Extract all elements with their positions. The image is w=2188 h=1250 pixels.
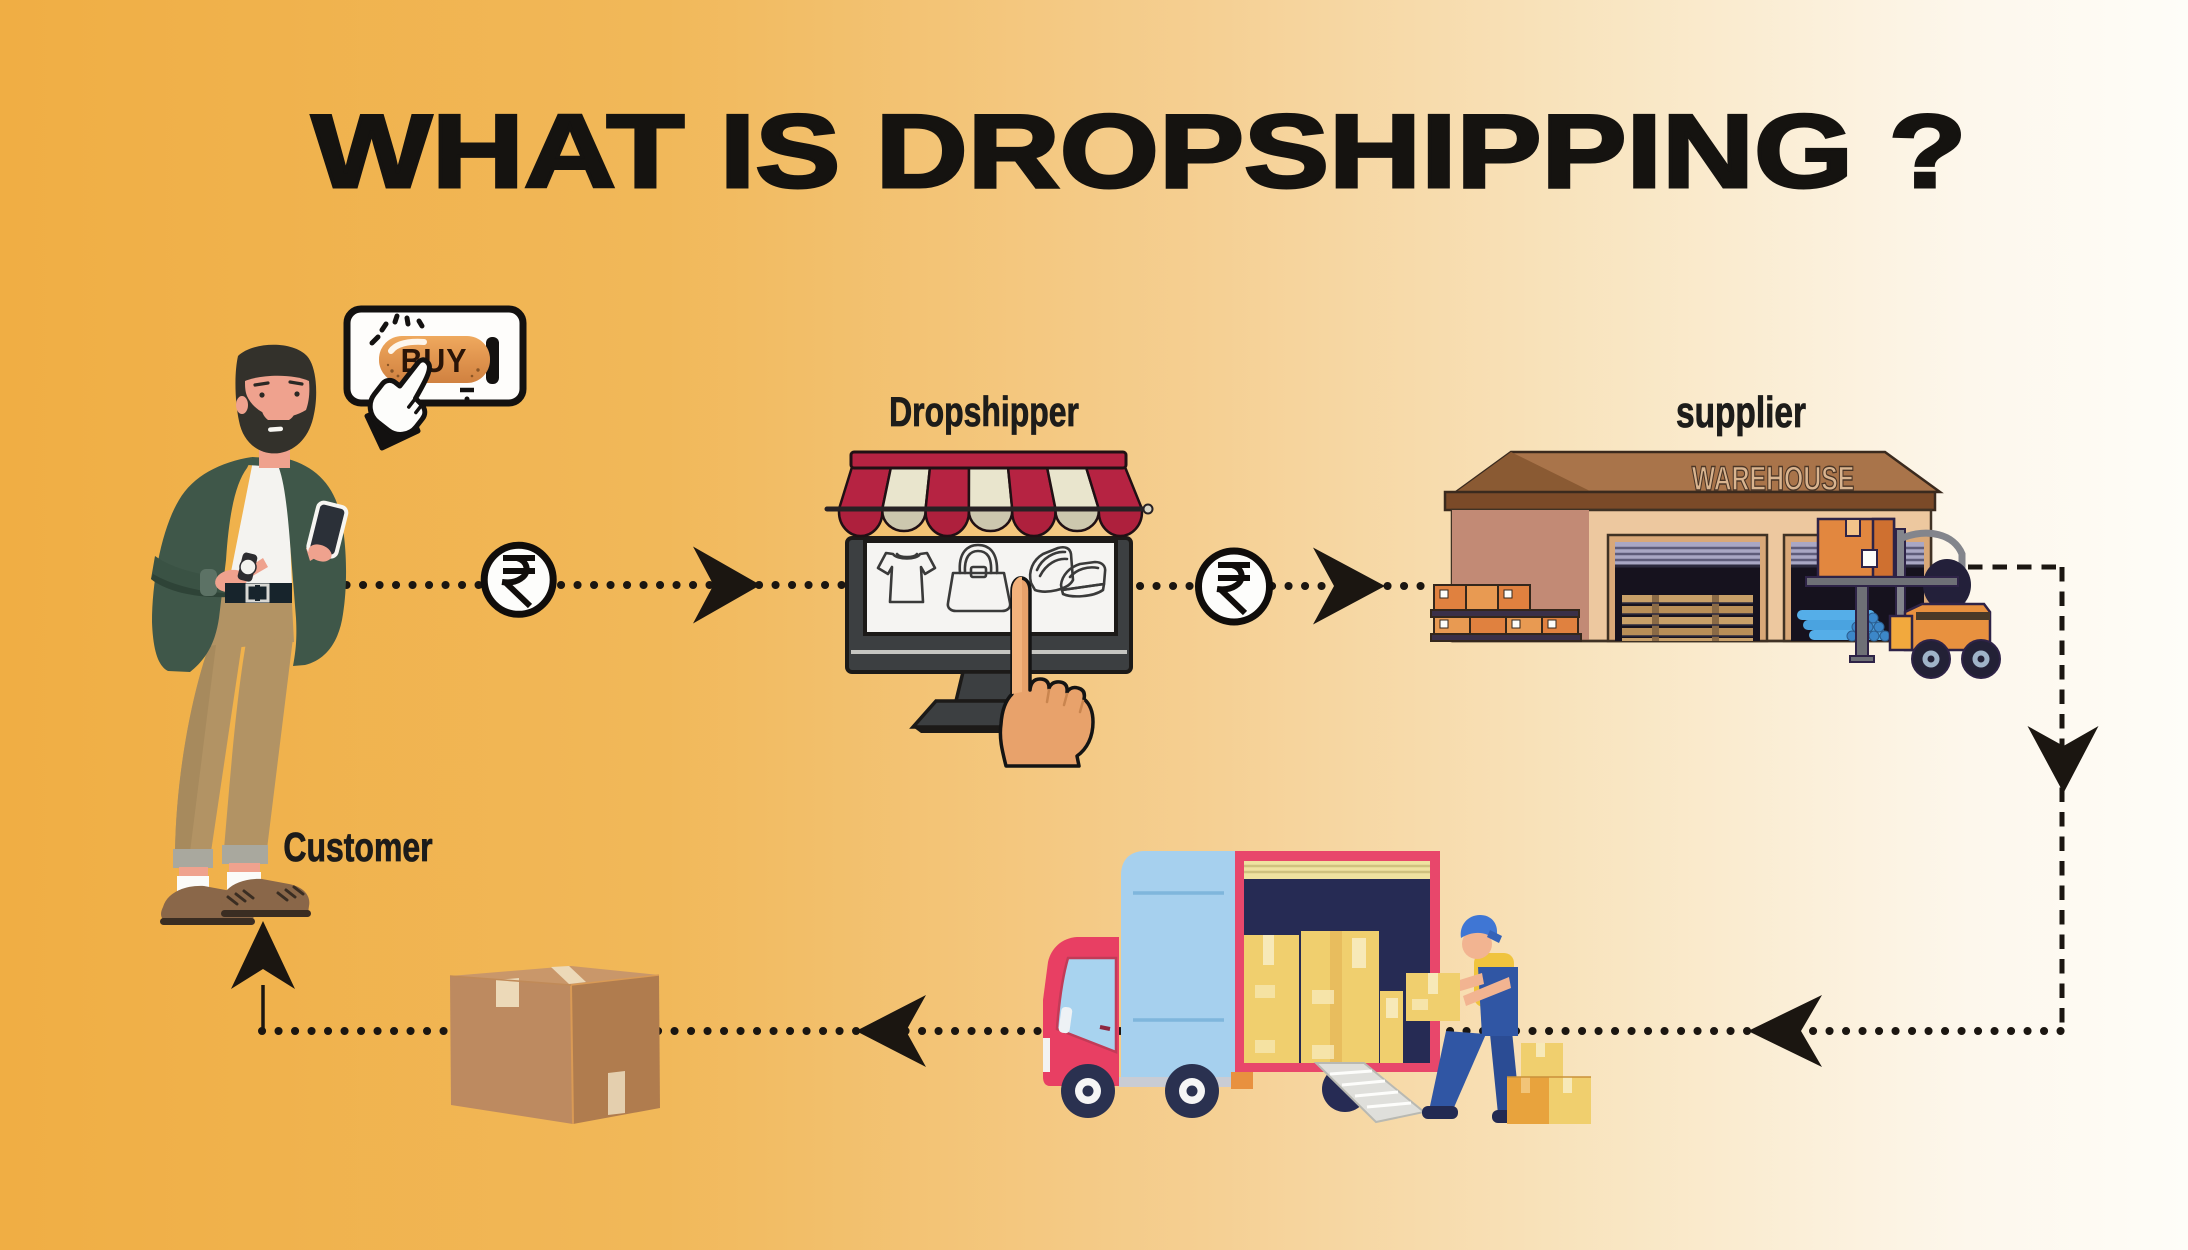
svg-text:supplier: supplier	[1676, 389, 1806, 437]
svg-text:Customer: Customer	[283, 824, 432, 870]
svg-text:Dropshipper: Dropshipper	[889, 388, 1079, 435]
svg-text:WAREHOUSE: WAREHOUSE	[1692, 460, 1855, 498]
svg-text:WHAT IS DROPSHIPPING ?: WHAT IS DROPSHIPPING ?	[312, 94, 1967, 210]
